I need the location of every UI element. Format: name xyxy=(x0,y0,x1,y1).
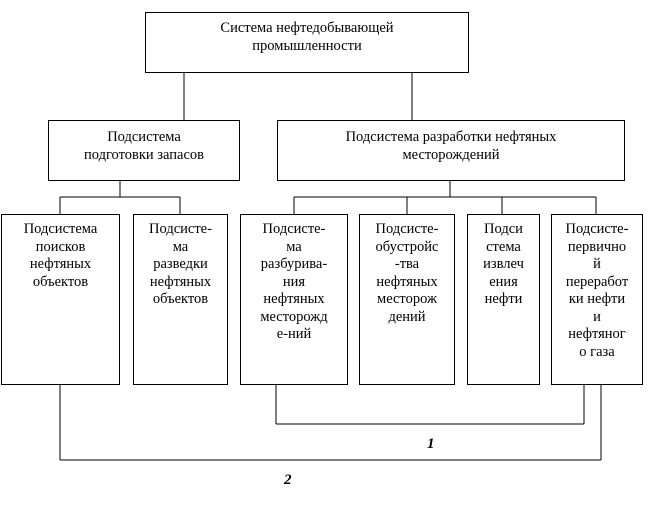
box-exploration-objects: Подсисте- ма разведки нефтяных объектов xyxy=(133,214,228,385)
box-primary-processing: Подсисте- первично й переработ ки нефти … xyxy=(551,214,643,385)
box-oil-extraction: Подси стема извлеч ения нефти xyxy=(467,214,540,385)
box-reserves-preparation: Подсистема подготовки запасов xyxy=(48,120,240,181)
marker-2: 2 xyxy=(284,472,292,488)
box-fields-development: Подсистема разработки нефтяных месторожд… xyxy=(277,120,625,181)
box-fields-construction: Подсисте- обустройс -тва нефтяных местор… xyxy=(359,214,455,385)
box-drilling-fields: Подсисте- ма разбурива- ния нефтяных мес… xyxy=(240,214,348,385)
box-search-objects: Подсистема поисков нефтяных объектов xyxy=(1,214,120,385)
box-oil-industry-system: Система нефтедобывающей промышленности xyxy=(145,12,469,73)
marker-1: 1 xyxy=(427,436,435,452)
